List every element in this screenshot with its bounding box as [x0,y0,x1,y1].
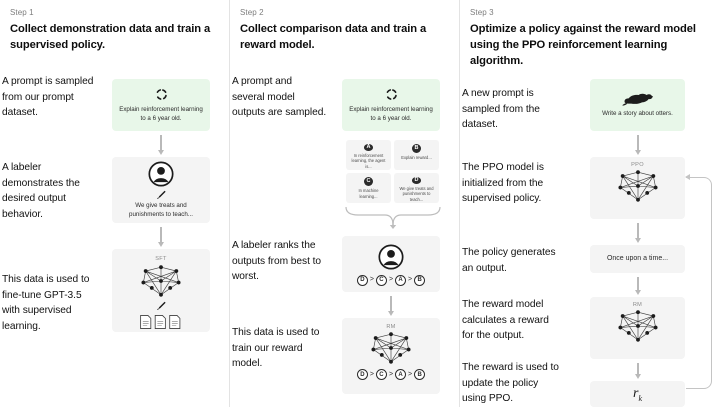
step-3-ppo-tag: PPO [631,162,644,168]
output-badge-b: B [412,144,421,153]
step-1-sft-card[interactable]: SFT [112,249,210,332]
rank-sep-3: > [408,276,413,283]
output-badge-a: A [364,144,373,151]
step-2-column: Step 2 Collect comparison data and train… [229,0,459,407]
step-3-arrow-1 [637,135,639,151]
step-1-arrow-1 [160,135,162,151]
step-2-rm-card[interactable]: RM D > C > A [342,318,440,394]
rm-rank-2: C [375,369,387,380]
step-3-output-text: Once upon a time... [606,255,669,263]
step-1-arrow-2 [160,227,162,243]
rank-4: B [414,274,426,286]
documents-icon [138,314,184,330]
step-1-caption-3: This data is used to fine-tune GPT-3.5 w… [2,274,90,332]
step-1-labeler-card[interactable]: We give treats and punishments to teach.… [112,157,210,223]
step-3-arrow-4 [637,363,639,375]
ranking-row-labeler: D > C > A > B [356,274,426,286]
rm-rank-1: D [356,369,368,380]
step-3-caption-3: The policy generates an output. [462,247,556,274]
rm-rank-sep-1: > [369,370,374,378]
step-2-caption-1: A prompt and several model outputs are s… [232,76,327,118]
step-3-title: Optimize a policy against the reward mod… [470,23,696,67]
output-badge-c: C [364,177,373,186]
rm-rank-sep-3: > [408,370,413,378]
step-1-prompt-text: Explain reinforcement learning to a 6 ye… [119,105,203,122]
rank-sep-2: > [388,276,394,283]
step-3-ppo-card[interactable]: PPO [590,157,685,219]
output-card-d[interactable]: D We give treats and punishments to teac… [394,173,439,203]
refresh-dashed-icon [384,87,399,102]
step-2-arrow-2 [390,296,392,312]
output-text-c: In machine learning... [358,188,379,199]
reward-symbol: rk [632,385,642,403]
pen-icon [156,300,167,311]
step-3-caption-2: The PPO model is initialized from the su… [462,162,544,204]
rm-rank-sep-2: > [388,370,394,378]
output-card-a[interactable]: A In reinforcement learning, the agent i… [346,140,391,170]
labeler-person-icon [147,160,175,188]
merge-brace [344,205,442,229]
refresh-dashed-icon [154,87,169,102]
rank-1: D [356,274,368,286]
step-1-caption-1: A prompt is sampled from our prompt data… [2,76,94,118]
step-3-caption-1: A new prompt is sampled from the dataset… [462,88,540,130]
rank-3: A [395,274,407,286]
step-1-labeler-text: We give treats and punishments to teach.… [129,202,193,218]
step-3-label: Step 3 [470,8,494,17]
step-2-label: Step 2 [240,8,264,17]
step-3-reward-model-card[interactable]: RM [590,297,685,359]
neural-network-icon [368,331,414,365]
step-2-ranking-card[interactable]: D > C > A > B [342,236,440,292]
rank-sep-1: > [369,276,374,283]
step-3-caption-5: The reward is used to update the policy … [462,362,559,404]
step-3-reward-value-card[interactable]: rk [590,381,685,407]
pen-icon [156,189,167,200]
step-2-caption-3: This data is used to train our reward mo… [232,327,320,369]
step-3-arrow-2 [637,223,639,239]
step-3-rm-tag: RM [632,302,643,308]
rank-2: C [375,274,387,286]
ranking-row-rm: D > C > A > B [356,369,426,380]
step-3-caption-4: The reward model calculates a reward for… [462,299,549,341]
step-1-sft-tag: SFT [155,256,167,262]
labeler-person-icon [377,243,405,271]
step-3-prompt-text: Write a story about otters. [602,110,673,117]
step-1-title: Collect demonstration data and train a s… [10,23,211,51]
step-1-column: Step 1 Collect demonstration data and tr… [0,0,229,407]
step-3-arrow-3 [637,277,639,291]
step-3-column: Step 3 Optimize a policy against the rew… [459,0,720,407]
step-1-label: Step 1 [10,8,34,17]
otter-icon [621,91,654,107]
ppo-feedback-loop-arrow [685,173,712,389]
output-text-d: We give treats and punishments to teach.… [399,185,434,203]
rm-rank-3: A [395,369,407,380]
step-1-caption-2: A labeler demonstrates the desired outpu… [2,162,80,220]
output-text-b: Explain reward... [401,155,432,160]
step-3-prompt-card[interactable]: Write a story about otters. [590,79,685,131]
step-2-title: Collect comparison data and train a rewa… [240,23,427,51]
output-text-a: In reinforcement learning, the agent is.… [351,152,386,170]
neural-network-icon [138,264,184,298]
rm-rank-4: B [414,369,426,380]
output-badge-d: D [412,177,421,184]
step-1-prompt-card[interactable]: Explain reinforcement learning to a 6 ye… [112,79,210,131]
output-card-c[interactable]: C In machine learning... [346,173,391,203]
neural-network-icon [615,169,661,203]
step-2-prompt-text: Explain reinforcement learning to a 6 ye… [349,105,433,122]
step-2-prompt-card[interactable]: Explain reinforcement learning to a 6 ye… [342,79,440,131]
step-2-caption-2: A labeler ranks the outputs from best to… [232,240,322,282]
step-2-rm-tag: RM [386,324,396,330]
output-card-b[interactable]: B Explain reward... [394,140,439,170]
step-3-output-card[interactable]: Once upon a time... [590,245,685,273]
neural-network-icon [615,309,661,343]
